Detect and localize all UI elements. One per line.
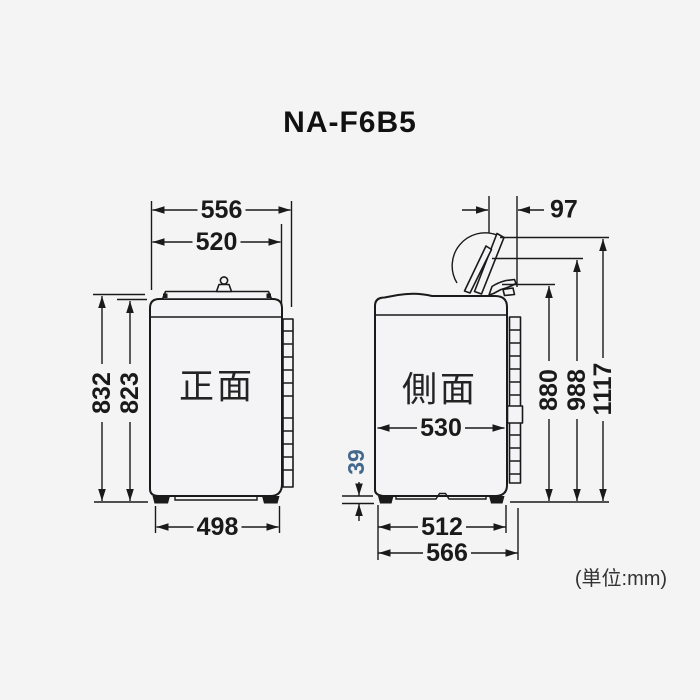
side-extension-lines — [342, 196, 609, 560]
dim-front-lid-width: 520 — [196, 228, 238, 256]
lid-hinge-base — [502, 287, 516, 297]
dim-front-overall-height: 832 — [88, 372, 116, 414]
water-inlet-knob-icon — [219, 276, 229, 285]
side-hose-body — [508, 316, 522, 484]
lid-inner-panel — [463, 245, 493, 294]
dim-base-clearance: 39 — [343, 449, 369, 475]
unit-note: (単位:mm) — [575, 567, 667, 590]
side-foot-rear — [489, 496, 505, 504]
front-view: 正面 556 520 832 823 498 — [88, 196, 294, 541]
side-drain-hose — [506, 316, 524, 484]
label-patch — [536, 361, 562, 419]
label-patch — [418, 514, 466, 540]
front-base-recess — [174, 496, 258, 501]
lid-swing-arc — [451, 232, 498, 284]
front-foot-right — [262, 496, 280, 504]
dim-height-lid-open: 1117 — [589, 363, 617, 416]
dim-front-body-height: 823 — [116, 372, 144, 414]
front-drain-hose — [282, 318, 294, 488]
label-patch — [423, 540, 471, 566]
label-patch — [590, 358, 616, 421]
front-foot-left — [152, 496, 170, 504]
label-patch — [89, 364, 115, 422]
water-inlet-base — [215, 283, 233, 293]
dim-front-base-width: 498 — [197, 513, 239, 541]
front-lid-band — [161, 290, 273, 300]
label-patch — [417, 415, 465, 441]
dim-side-body-depth: 530 — [420, 414, 462, 442]
dim-lid-rear-offset: 97 — [550, 196, 578, 224]
side-base-recess — [395, 492, 487, 500]
label-patch — [343, 444, 369, 482]
dim-side-overall-depth: 566 — [426, 539, 468, 567]
label-patch — [117, 364, 143, 422]
side-hose-ribs — [510, 329, 520, 475]
front-view-label: 正面 — [179, 368, 255, 407]
label-patch — [193, 514, 242, 540]
side-view-label: 側面 — [402, 371, 478, 410]
label-patch — [192, 229, 241, 255]
dim-height-body-rear: 880 — [535, 369, 563, 411]
front-extension-lines — [93, 201, 293, 533]
front-hose-ribs — [283, 330, 293, 471]
front-lid-hinge-right — [266, 293, 271, 298]
side-foot-front — [378, 496, 394, 504]
front-hose-body — [282, 318, 294, 488]
side-hose-junction — [506, 405, 524, 424]
front-lid-hinge-left — [163, 293, 168, 298]
side-view: 側面 97 39 — [342, 196, 617, 567]
label-patch — [564, 361, 590, 419]
label-patch — [197, 197, 246, 223]
front-body-outline — [149, 298, 283, 497]
model-title: NA-F6B5 — [283, 106, 417, 139]
dim-height-lid-mid: 988 — [563, 369, 591, 411]
dim-front-overall-width: 556 — [201, 196, 243, 224]
dim-side-base-depth: 512 — [421, 513, 463, 541]
